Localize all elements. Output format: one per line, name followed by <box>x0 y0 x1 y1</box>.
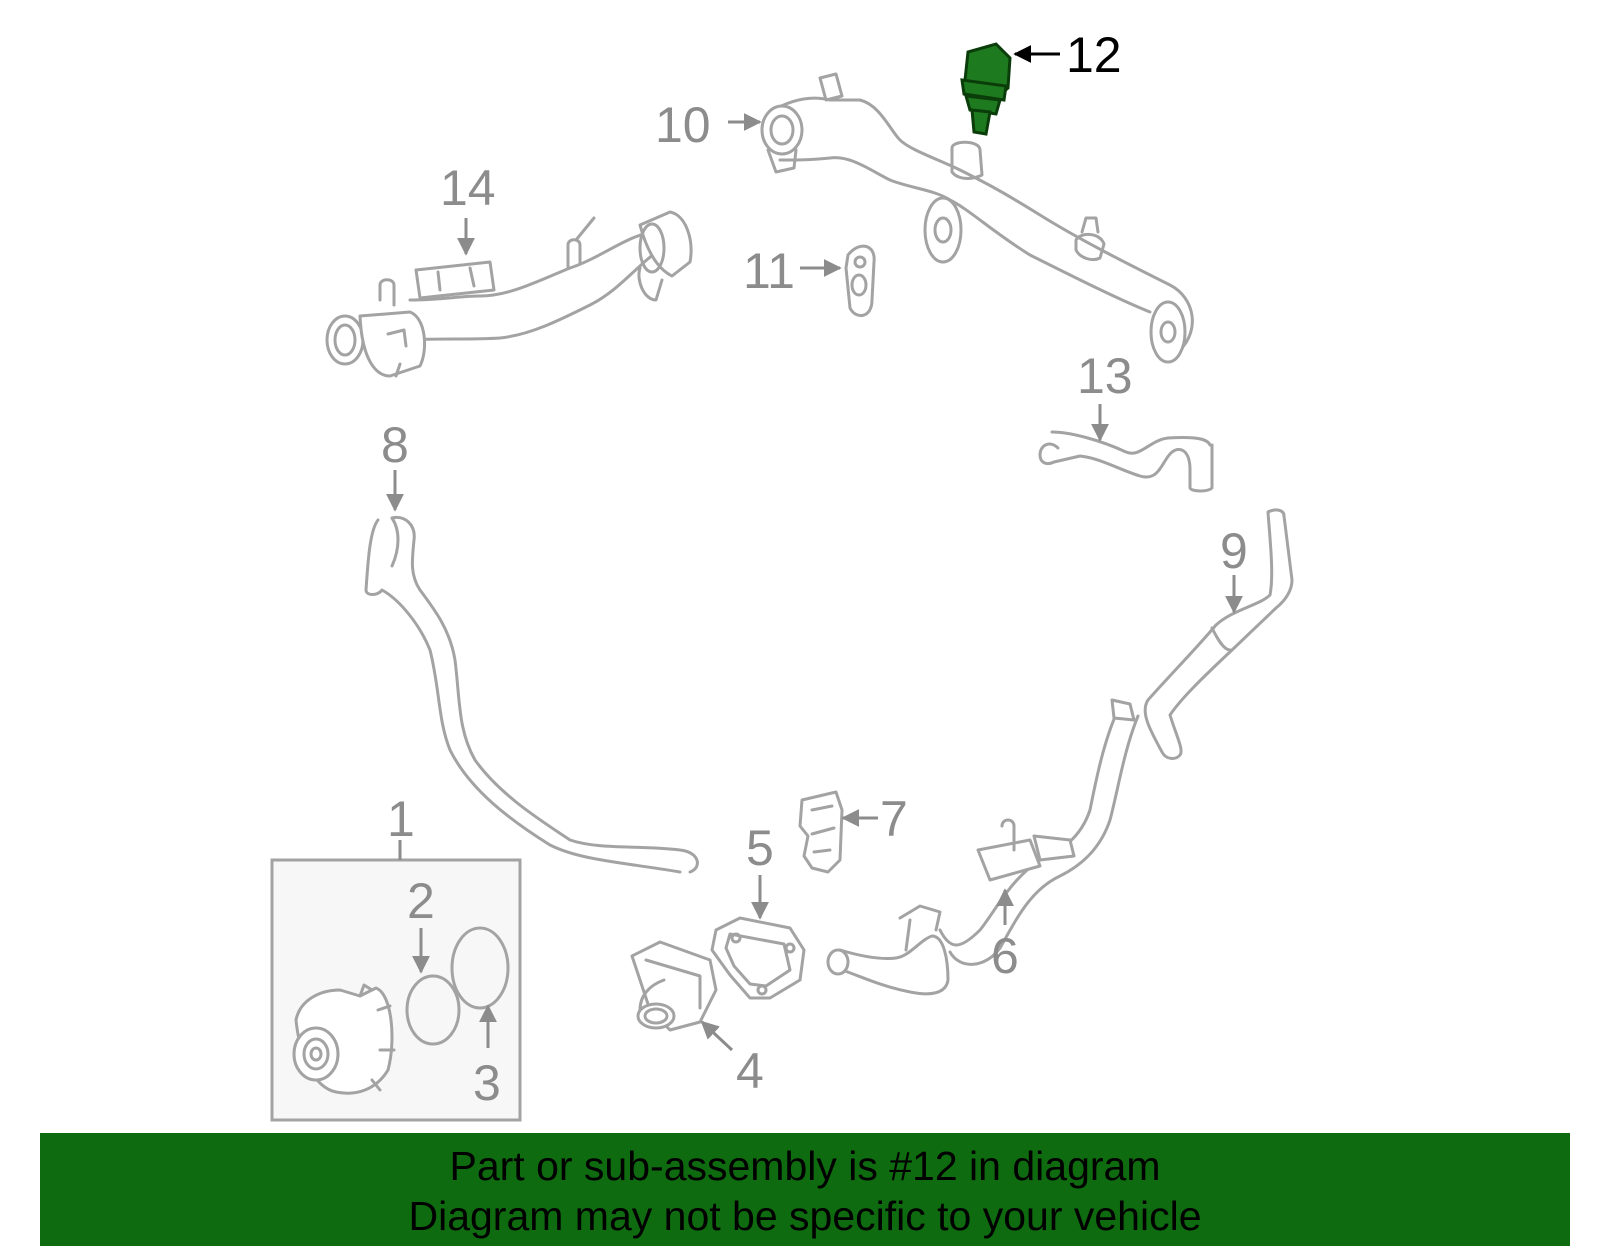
callout-14-label[interactable]: 14 <box>440 160 496 216</box>
part-5-gasket[interactable] <box>710 916 806 1000</box>
callout-11-label[interactable]: 11 <box>743 243 795 299</box>
part-10-water-outlet-pipe[interactable] <box>760 72 1194 364</box>
part-9-hose[interactable] <box>1143 508 1294 760</box>
callout-8-label[interactable]: 8 <box>381 417 409 473</box>
part-4-thermostat-housing[interactable] <box>630 940 718 1032</box>
callout-4-label[interactable]: 4 <box>736 1043 764 1099</box>
callout-13-label[interactable]: 13 <box>1077 348 1133 404</box>
callout-3-label[interactable]: 3 <box>473 1055 501 1111</box>
part-7-bracket[interactable] <box>798 790 844 874</box>
info-banner: Part or sub-assembly is #12 in diagram D… <box>40 1133 1570 1246</box>
part-2-o-ring[interactable] <box>405 974 461 1046</box>
callout-7-label[interactable]: 7 <box>880 791 908 847</box>
callout-1-label[interactable]: 1 <box>387 791 415 847</box>
part-8-heater-hose[interactable] <box>364 515 699 874</box>
callout-5-label[interactable]: 5 <box>746 820 774 876</box>
banner-line-2: Diagram may not be specific to your vehi… <box>408 1193 1202 1239</box>
part-6-water-pipe[interactable] <box>826 698 1140 996</box>
callout-4-arrow <box>700 1020 734 1052</box>
callout-12-label[interactable]: 12 <box>1066 27 1122 83</box>
banner-line-1: Part or sub-assembly is #12 in diagram <box>449 1143 1161 1189</box>
callout-9-label[interactable]: 9 <box>1220 523 1248 579</box>
part-12-temperature-sensor[interactable] <box>960 42 1012 136</box>
callout-2-label[interactable]: 2 <box>407 873 435 929</box>
part-11-gasket[interactable] <box>844 244 876 317</box>
water-pump[interactable] <box>292 983 396 1095</box>
part-13-bypass-hose[interactable] <box>1038 430 1214 493</box>
callout-10-label[interactable]: 10 <box>655 97 711 153</box>
part-14-water-inlet-pipe[interactable] <box>325 210 693 378</box>
callout-6-label[interactable]: 6 <box>991 928 1019 984</box>
